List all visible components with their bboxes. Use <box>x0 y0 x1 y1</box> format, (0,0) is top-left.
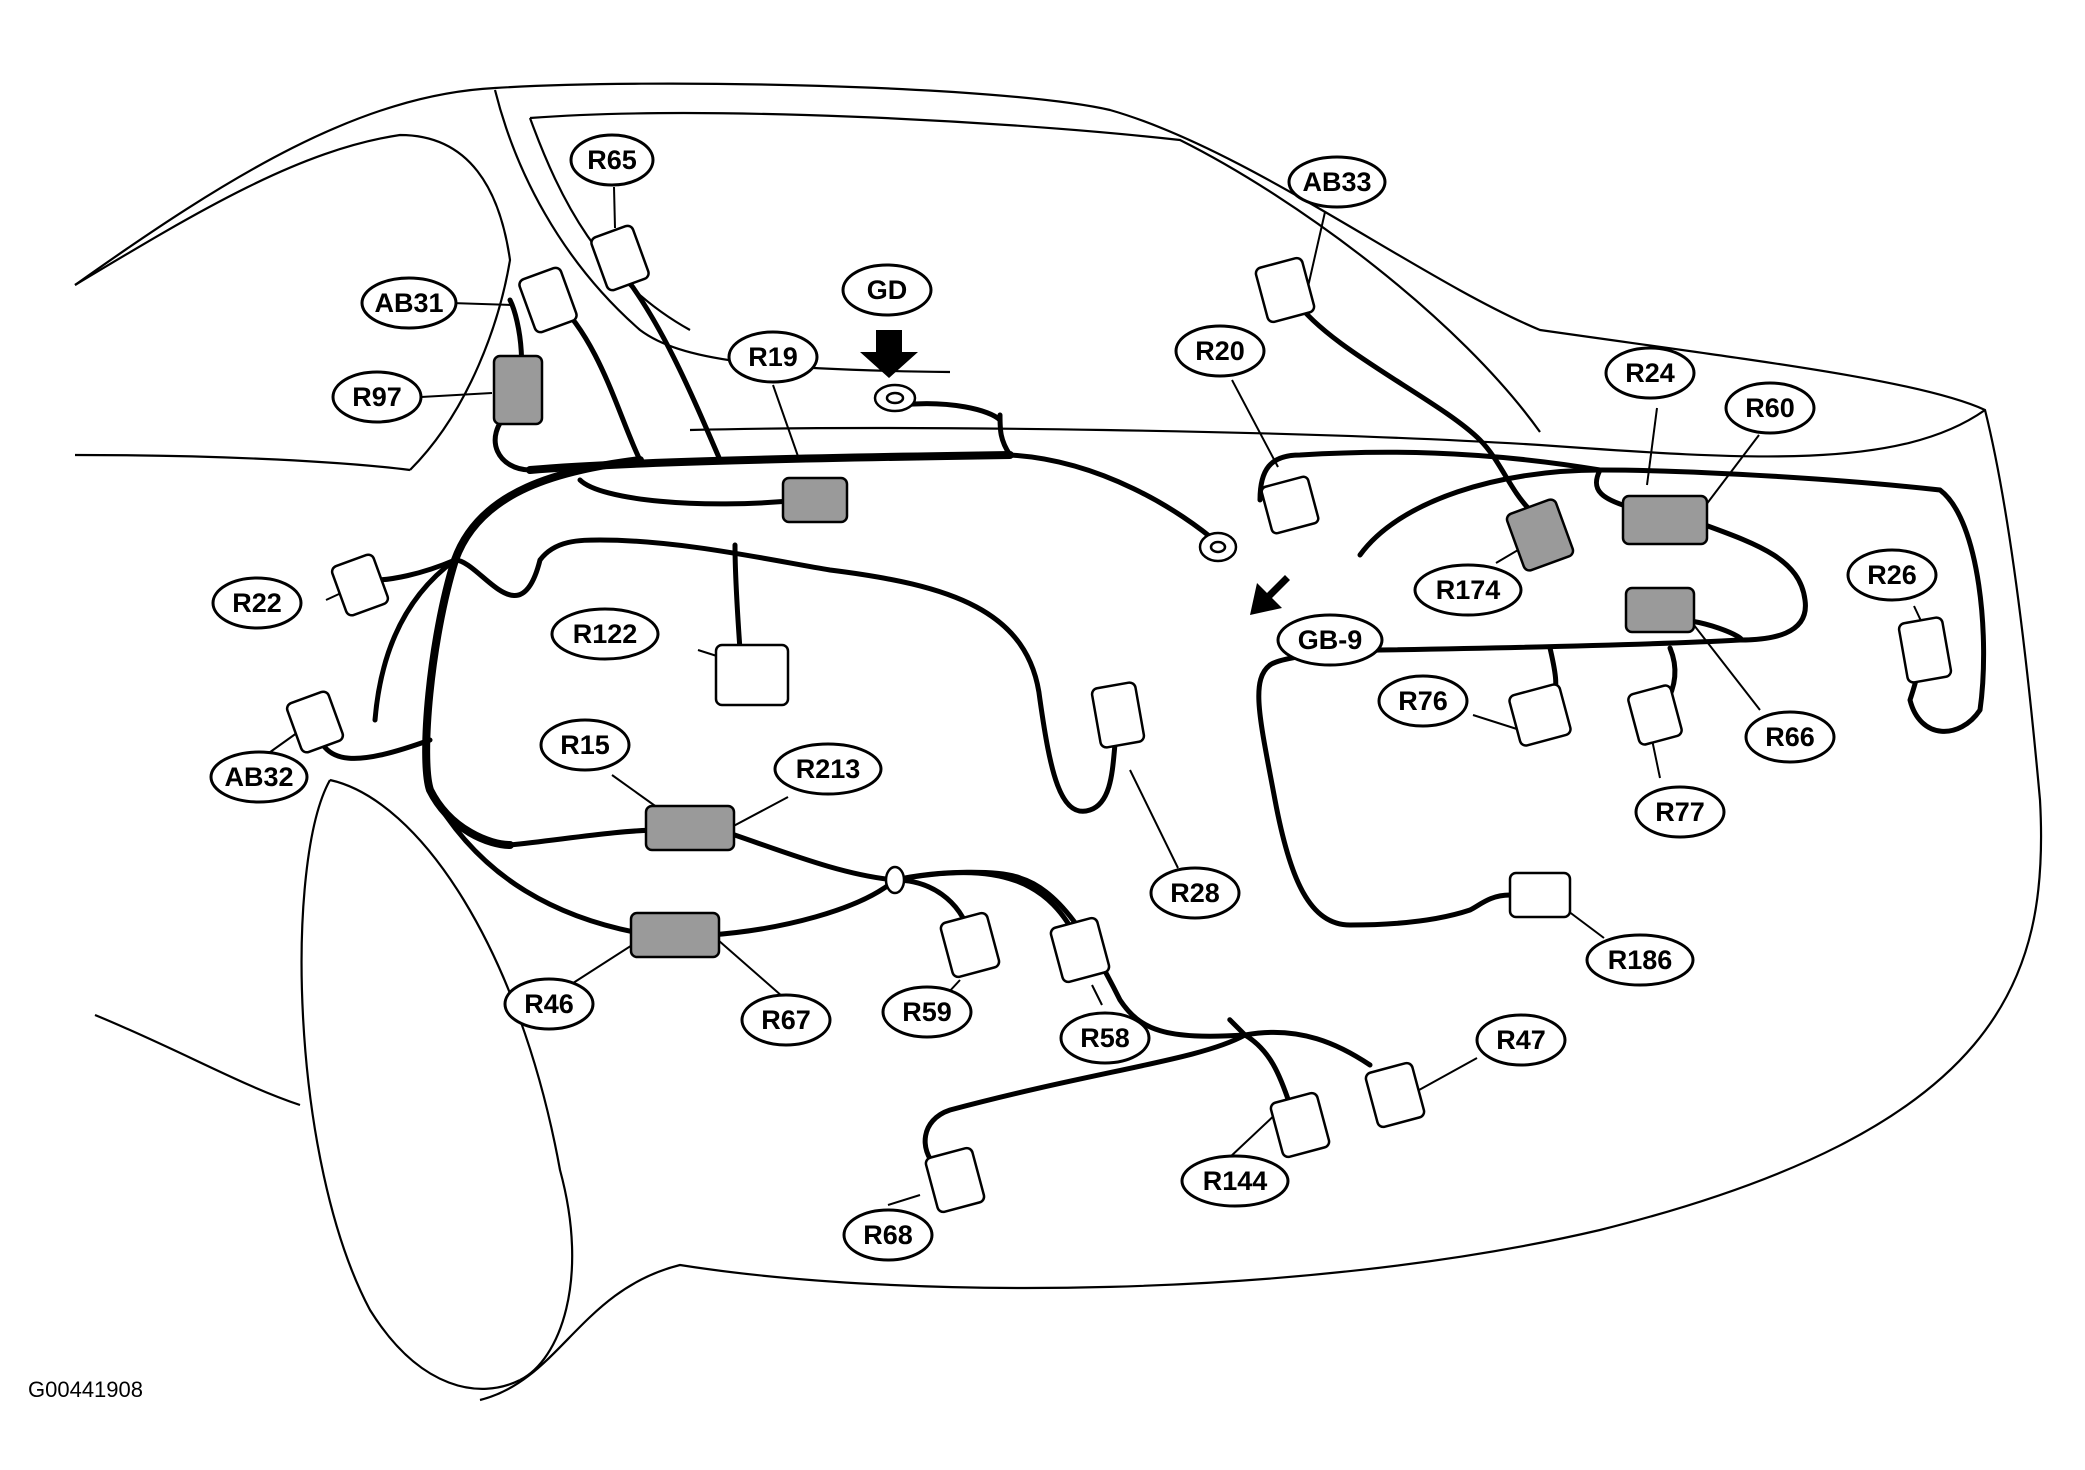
callout-r58: R58 <box>1059 1011 1151 1065</box>
callout-r186: R186 <box>1585 933 1695 987</box>
connector-r122 <box>714 643 790 707</box>
svg-text:GB-9: GB-9 <box>1298 625 1363 655</box>
callout-r213: R213 <box>773 742 883 796</box>
svg-text:R65: R65 <box>587 145 637 175</box>
svg-text:R213: R213 <box>796 754 861 784</box>
svg-text:R15: R15 <box>560 730 610 760</box>
svg-text:AB33: AB33 <box>1302 167 1371 197</box>
connector-r24-r60 <box>1621 494 1709 546</box>
callout-r65: R65 <box>569 133 655 187</box>
splice-point <box>884 865 906 895</box>
connector-r20 <box>1260 475 1320 535</box>
svg-text:R67: R67 <box>761 1005 811 1035</box>
callout-r26: R26 <box>1846 548 1938 602</box>
callout-r60: R60 <box>1724 381 1816 435</box>
callout-r22: R22 <box>211 576 303 630</box>
figure-id: G00441908 <box>28 1377 143 1402</box>
callout-r76: R76 <box>1377 674 1469 728</box>
callout-r19: R19 <box>727 330 819 384</box>
connector-r15-r213 <box>644 804 736 852</box>
callout-r28: R28 <box>1149 866 1241 920</box>
svg-text:GD: GD <box>867 275 908 305</box>
connector-r65 <box>590 224 650 292</box>
svg-text:R174: R174 <box>1436 575 1501 605</box>
connector-shapes <box>285 224 1953 1214</box>
callout-r97: R97 <box>331 370 423 424</box>
svg-text:R76: R76 <box>1398 686 1448 716</box>
svg-text:R59: R59 <box>902 997 952 1027</box>
connector-r68 <box>924 1146 986 1214</box>
callout-r144: R144 <box>1180 1154 1290 1208</box>
svg-text:R186: R186 <box>1608 945 1673 975</box>
connector-r186 <box>1508 871 1572 919</box>
connector-r77 <box>1627 684 1683 746</box>
connector-r59 <box>939 911 1001 979</box>
svg-text:R58: R58 <box>1080 1023 1130 1053</box>
callout-r59: R59 <box>881 985 973 1039</box>
callout-labels: R65 AB31 R97 GD R19 R20 AB33 R24 R60 R22… <box>209 133 1938 1262</box>
callout-gd: GD <box>841 263 933 317</box>
svg-text:R77: R77 <box>1655 797 1705 827</box>
svg-text:R97: R97 <box>352 382 402 412</box>
svg-text:R26: R26 <box>1867 560 1917 590</box>
connector-r97 <box>492 354 544 426</box>
callout-ab31: AB31 <box>360 276 458 330</box>
connector-r144 <box>1269 1091 1331 1159</box>
svg-text:R122: R122 <box>573 619 638 649</box>
callout-r66: R66 <box>1744 710 1836 764</box>
ground-terminal-gb9 <box>1198 531 1238 563</box>
callout-r20: R20 <box>1174 324 1266 378</box>
svg-text:R24: R24 <box>1625 358 1675 388</box>
svg-text:R28: R28 <box>1170 878 1220 908</box>
ground-terminal-gd <box>873 383 917 413</box>
svg-text:R144: R144 <box>1203 1166 1268 1196</box>
callout-ab32: AB32 <box>209 750 309 804</box>
connector-r58 <box>1049 916 1111 984</box>
callout-ab33: AB33 <box>1287 155 1387 209</box>
arrow-gb9-icon <box>1250 575 1290 615</box>
vehicle-body-outline <box>74 82 2043 1402</box>
connector-ab31 <box>518 266 578 334</box>
svg-text:AB31: AB31 <box>374 288 443 318</box>
connector-r174 <box>1505 498 1575 572</box>
callout-r24: R24 <box>1604 346 1696 400</box>
callout-r47: R47 <box>1475 1013 1567 1067</box>
connector-r28 <box>1090 681 1146 749</box>
connector-ab32 <box>285 690 345 754</box>
callout-gb9: GB-9 <box>1276 613 1384 667</box>
callout-r68: R68 <box>842 1208 934 1262</box>
svg-text:R68: R68 <box>863 1220 913 1250</box>
connector-r26 <box>1897 616 1953 684</box>
svg-text:R20: R20 <box>1195 336 1245 366</box>
arrow-gd-icon <box>860 330 918 378</box>
svg-text:R46: R46 <box>524 989 574 1019</box>
callout-r174: R174 <box>1413 563 1523 617</box>
svg-text:R22: R22 <box>232 588 282 618</box>
callout-r15: R15 <box>539 718 631 772</box>
wiring-harness <box>312 267 1987 1168</box>
connector-r19 <box>781 476 849 524</box>
svg-text:R66: R66 <box>1765 722 1815 752</box>
connector-ab33 <box>1254 256 1316 324</box>
connector-r47 <box>1364 1061 1426 1129</box>
callout-r77: R77 <box>1634 785 1726 839</box>
connector-r76 <box>1508 683 1572 747</box>
callout-r67: R67 <box>740 993 832 1047</box>
connector-r66 <box>1624 586 1696 634</box>
svg-text:AB32: AB32 <box>224 762 293 792</box>
svg-text:R47: R47 <box>1496 1025 1546 1055</box>
callout-r46: R46 <box>503 977 595 1031</box>
connector-r22 <box>330 553 390 617</box>
svg-text:R19: R19 <box>748 342 798 372</box>
connector-r46-r67 <box>629 911 721 959</box>
callout-r122: R122 <box>550 607 660 661</box>
svg-text:R60: R60 <box>1745 393 1795 423</box>
